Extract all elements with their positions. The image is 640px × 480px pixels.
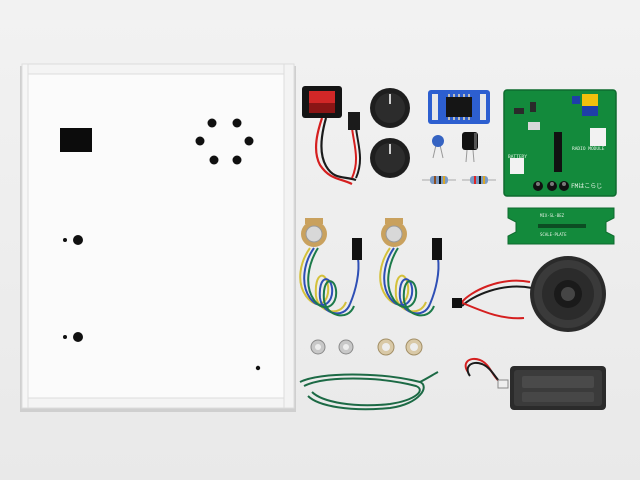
potentiometer-right [379, 218, 442, 317]
scale-plate-sub: SCALE-PLATE [540, 232, 567, 237]
resistors [422, 176, 496, 184]
radio-module-pcb: RADIO MODULE FMはこらじ BATTERY [503, 89, 617, 197]
antenna-wire [299, 371, 439, 411]
display-window-cutout [60, 128, 92, 152]
electrolytic-capacitor [462, 132, 478, 163]
potentiometers [299, 218, 442, 317]
speaker [452, 256, 606, 332]
battery-label: BATTERY [508, 154, 527, 160]
mounting-holes [63, 235, 261, 371]
potentiometer-left [299, 218, 362, 317]
rocker-switch [302, 86, 362, 185]
nuts-and-washers [310, 338, 423, 356]
fm-tuner-chip-board [428, 90, 490, 124]
tuning-knobs [370, 88, 410, 178]
module-title: RADIO MODULE [572, 146, 605, 152]
scale-plate-code: MIX-SL-BEZ [540, 213, 565, 218]
battery-holder [464, 358, 606, 410]
scale-plate-pcb: MIX-SL-BEZ SCALE-PLATE [507, 207, 615, 245]
speaker-holes [195, 118, 254, 165]
module-brand: FMはこらじ [571, 183, 602, 190]
ceramic-capacitor [432, 135, 444, 159]
enclosure-panel [20, 63, 296, 412]
